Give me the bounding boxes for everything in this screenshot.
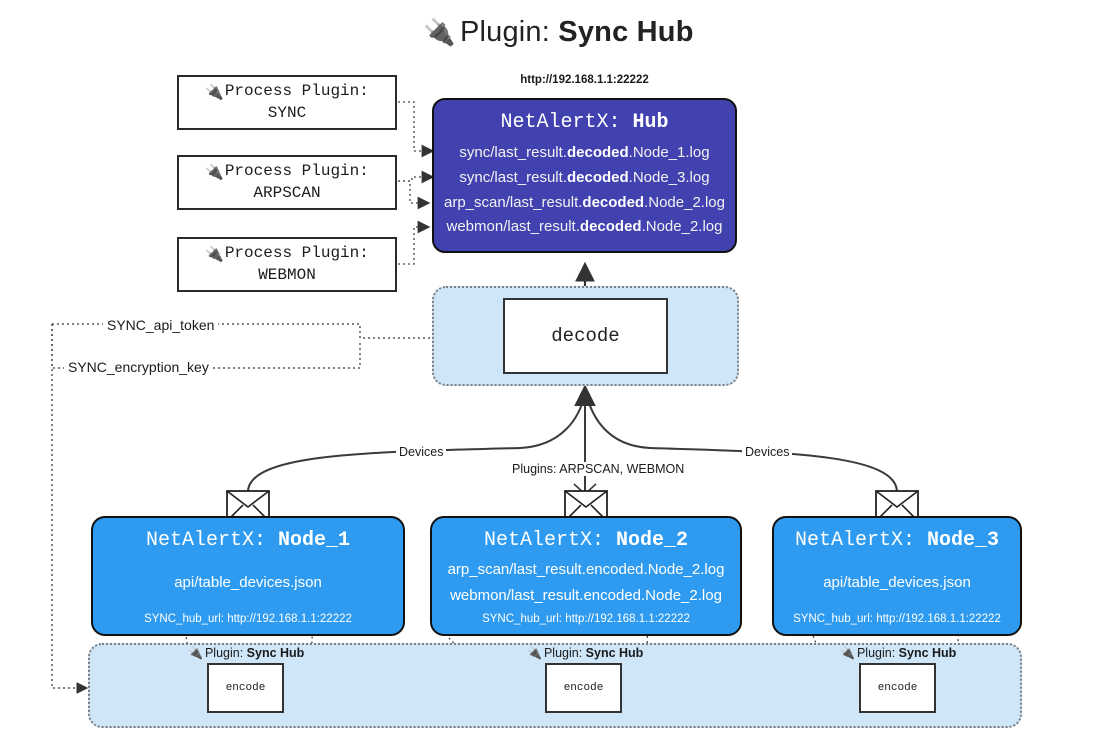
hub-header-prefix: NetAlertX: [500,111,621,134]
encode-label: encode [877,682,918,694]
hub-file-3: arp_scan/last_result.decoded.Node_2.log [444,193,725,211]
encode-box-2[interactable]: encode [545,663,622,713]
node-footer: SYNC_hub_url: http://192.168.1.1:22222 [793,613,1001,625]
encoder-tag-name: Sync Hub [898,646,957,660]
node-footer: SYNC_hub_url: http://192.168.1.1:22222 [482,613,690,625]
node-footer: SYNC_hub_url: http://192.168.1.1:22222 [144,613,352,625]
node-header-prefix: NetAlertX: [483,529,604,552]
plug-icon: 🔌 [205,244,224,263]
process-plugin-name: WEBMON [258,265,316,284]
edge-label-devices-left: Devices [396,445,447,459]
encoder-tag-name: Sync Hub [246,646,305,660]
node-line: api/table_devices.json [823,573,971,591]
process-plugin-label: Process Plugin: [224,161,369,180]
plug-icon: 🔌 [205,82,224,101]
process-plugin-label: Process Plugin: [224,81,369,100]
process-plugin-name: ARPSCAN [253,183,321,202]
node-header: NetAlertX: Node_3 [795,529,999,552]
node-header-name: Node_2 [616,529,689,552]
encode-label: encode [563,682,604,694]
encoder-tag-lead: Plugin: [204,646,244,660]
encode-box-3[interactable]: encode [859,663,936,713]
node-line: api/table_devices.json [174,573,322,591]
encoder-plugin-tag-3: 🔌 Plugin: Sync Hub [840,646,956,660]
sync-api-token-label: SYNC_api_token [103,317,219,333]
sync-encryption-key-label: SYNC_encryption_key [64,359,213,375]
hub-file-4: webmon/last_result.decoded.Node_2.log [446,218,723,236]
page-title: 🔌Plugin: Sync Hub [0,16,1117,49]
encode-label: encode [225,682,266,694]
plug-icon: 🔌 [423,17,456,47]
edge-label-plugins-middle: Plugins: ARPSCAN, WEBMON [509,462,688,476]
node-box-node-2[interactable]: NetAlertX: Node_2 arp_scan/last_result.e… [430,516,742,636]
hub-header-name: Hub [632,111,669,134]
plug-icon: 🔌 [188,646,203,660]
plug-icon: 🔌 [840,646,855,660]
title-name: Sync Hub [558,16,694,48]
process-plugin-label: Process Plugin: [224,243,369,262]
encoder-tag-lead: Plugin: [543,646,583,660]
process-plugin-sync[interactable]: 🔌Process Plugin: SYNC [177,75,397,130]
node-header-prefix: NetAlertX: [794,529,915,552]
node-box-node-1[interactable]: NetAlertX: Node_1 api/table_devices.json… [91,516,405,636]
encoder-tag-lead: Plugin: [856,646,896,660]
node-header: NetAlertX: Node_1 [146,529,350,552]
encoder-plugin-tag-1: 🔌 Plugin: Sync Hub [188,646,304,660]
plug-icon: 🔌 [205,162,224,181]
node-line: arp_scan/last_result.encoded.Node_2.log [447,561,725,578]
hub-file-2: sync/last_result.decoded.Node_3.log [459,168,710,186]
decode-label: decode [551,325,620,347]
hub-box[interactable]: NetAlertX: Hub sync/last_result.decoded.… [432,98,737,253]
node-header-name: Node_1 [278,529,351,552]
process-plugin-webmon[interactable]: 🔌Process Plugin: WEBMON [177,237,397,292]
process-plugin-name: SYNC [267,103,307,122]
process-plugin-arpscan[interactable]: 🔌Process Plugin: ARPSCAN [177,155,397,210]
node-header: NetAlertX: Node_2 [484,529,688,552]
node-header-name: Node_3 [927,529,1000,552]
node-line: webmon/last_result.encoded.Node_2.log [450,586,722,604]
plug-icon: 🔌 [527,646,542,660]
edge-label-devices-right: Devices [742,445,793,459]
title-lead: Plugin: [459,16,551,48]
encoder-plugin-tag-2: 🔌 Plugin: Sync Hub [527,646,643,660]
decode-box[interactable]: decode [503,298,668,374]
hub-url-label: http://192.168.1.1:22222 [520,74,649,86]
encode-box-1[interactable]: encode [207,663,284,713]
node-box-node-3[interactable]: NetAlertX: Node_3 api/table_devices.json… [772,516,1022,636]
node-header-prefix: NetAlertX: [145,529,266,552]
hub-file-1: sync/last_result.decoded.Node_1.log [459,144,710,161]
encoder-tag-name: Sync Hub [585,646,644,660]
hub-header: NetAlertX: Hub [500,111,668,134]
